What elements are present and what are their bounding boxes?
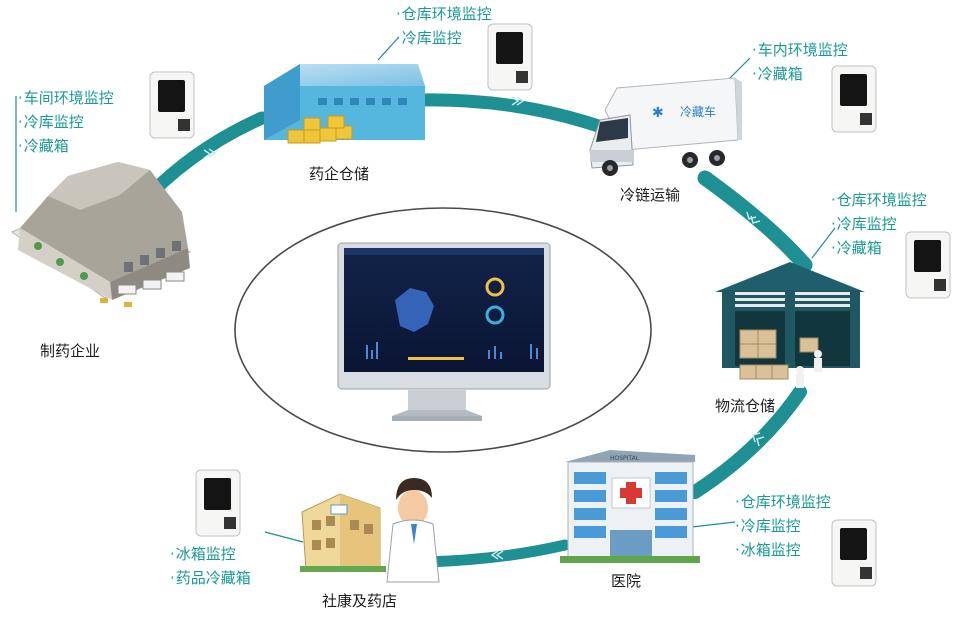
- monitor-item: 冷库监控: [831, 212, 927, 236]
- monitor-list-pharma: 车间环境监控 冷库监控 冷藏箱: [18, 86, 114, 158]
- dashboard-monitor: [337, 242, 551, 421]
- sensors: [149, 23, 951, 587]
- sensor-device: [195, 469, 241, 537]
- flow-logistics-to-hospital: [688, 385, 807, 499]
- chevron-down-icon: [746, 211, 761, 224]
- logistics-warehouse-illustration: [715, 262, 865, 388]
- flow-chevrons: [203, 96, 765, 560]
- monitor-list-transport: 车内环境监控 冷藏箱: [752, 38, 848, 86]
- monitor-item: 冷库监控: [735, 514, 831, 538]
- monitor-item: 车间环境监控: [18, 86, 114, 110]
- node-label-storage: 药企仓储: [309, 165, 370, 183]
- monitor-item: 冰箱监控: [170, 542, 251, 566]
- chevron-right-icon: [511, 96, 525, 106]
- monitor-item: 冷藏箱: [752, 62, 848, 86]
- node-label-transport: 冷链运输: [620, 186, 681, 204]
- monitor-list-logistics: 仓库环境监控 冷库监控 冷藏箱: [831, 188, 927, 260]
- monitor-item: 冷库监控: [396, 26, 492, 50]
- pharmacy-illustration: [300, 493, 386, 572]
- monitor-item: 仓库环境监控: [735, 490, 831, 514]
- monitor-item: 冷藏箱: [18, 134, 114, 158]
- flow-arrows: [133, 93, 813, 568]
- node-label-hospital: 医院: [611, 572, 642, 590]
- sensor-device: [831, 519, 877, 587]
- chevron-right-icon: [203, 148, 217, 159]
- monitor-item: 车内环境监控: [752, 38, 848, 62]
- flow-transport-to-logistics: [697, 170, 813, 273]
- flow-storage-to-transport: [413, 93, 617, 137]
- center-ring: [234, 207, 652, 453]
- chevron-down-icon: [752, 432, 765, 447]
- hospital-sign: HOSPITAL: [610, 455, 640, 462]
- sensor-device: [149, 71, 195, 139]
- node-label-pharma: 制药企业: [40, 342, 101, 360]
- monitor-item: 仓库环境监控: [396, 2, 492, 26]
- pharma-factory-illustration: [10, 162, 192, 307]
- snowflake-icon: ✱: [652, 105, 664, 121]
- sensor-device: [487, 23, 533, 91]
- node-label-logistics: 物流仓储: [715, 397, 776, 415]
- monitor-item: 冰箱监控: [735, 538, 831, 562]
- flow-hospital-to-pharmacy: [419, 539, 571, 568]
- monitor-item: 冷藏箱: [831, 236, 927, 260]
- storage-warehouse-illustration: [264, 64, 425, 144]
- monitor-item: 仓库环境监控: [831, 188, 927, 212]
- monitor-list-storage: 仓库环境监控 冷库监控: [396, 2, 492, 50]
- truck-text: 冷藏车: [680, 104, 716, 119]
- cold-truck-illustration: 冷藏车 ✱: [589, 77, 742, 176]
- node-label-pharmacy: 社康及药店: [322, 592, 398, 610]
- monitor-list-hospital: 仓库环境监控 冷库监控 冰箱监控: [735, 490, 831, 562]
- doctor-illustration: [386, 478, 440, 583]
- hospital-illustration: HOSPITAL: [560, 450, 700, 563]
- monitor-item: 冷库监控: [18, 110, 114, 134]
- chevron-left-icon: [490, 550, 504, 560]
- monitor-list-pharmacy: 冰箱监控 药品冷藏箱: [170, 542, 251, 590]
- monitor-item: 药品冷藏箱: [170, 566, 251, 590]
